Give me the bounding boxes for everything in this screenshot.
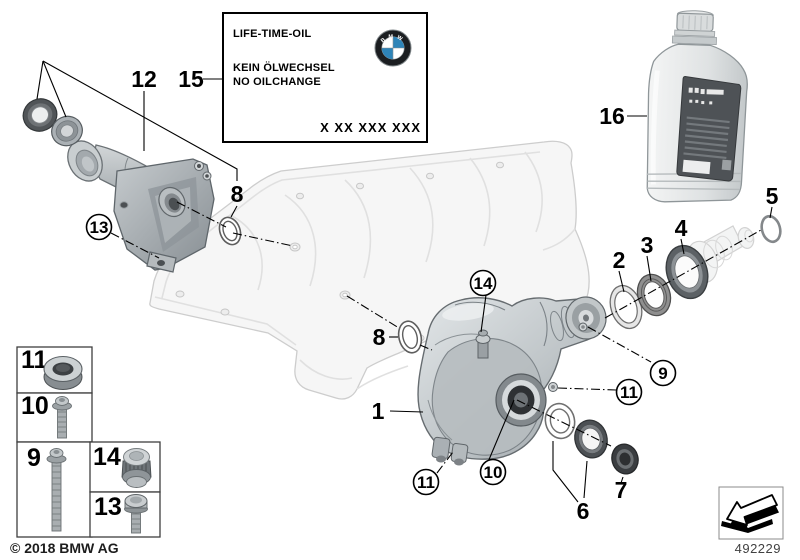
plate-part-code: X XX XXX XXX [320, 120, 421, 135]
shaft-seal-6b [574, 419, 608, 459]
oil-bottle [646, 10, 748, 203]
drain-plug-part [43, 355, 83, 390]
callout-2: 2 [613, 247, 626, 273]
legend-num-14: 14 [93, 443, 121, 471]
o-ring-6a [544, 402, 576, 440]
front-differential [417, 296, 607, 466]
page-turn-arrow-icon [721, 494, 779, 533]
bottle-label-text-marks [688, 87, 724, 105]
legend-num-9: 9 [27, 444, 41, 472]
sheet-arrow-box [718, 486, 784, 540]
shaft-seal-3 [636, 273, 672, 317]
sheet-number: 492229 [735, 541, 781, 556]
legend-num-11: 11 [21, 346, 48, 374]
shaft-seal-4 [665, 244, 709, 300]
differential-bracket [67, 140, 215, 273]
callout-8a: 8 [231, 181, 244, 207]
callout-circle-9: 9 [649, 359, 677, 387]
callout-7: 7 [615, 477, 628, 503]
callout-circle-14: 14 [469, 269, 497, 297]
svg-text:BMW: BMW [380, 34, 406, 44]
short-bolt-part [52, 396, 72, 439]
vent-valve-on-diff [475, 329, 491, 359]
legend-table: 11 10 9 14 13 [16, 346, 161, 538]
callout-6: 6 [577, 498, 590, 524]
callout-16: 16 [599, 103, 625, 129]
shim-ring-2 [609, 284, 643, 330]
plate-line1: LIFE-TIME-OIL [233, 28, 311, 40]
callout-5: 5 [766, 183, 779, 209]
o-ring-8a [218, 216, 242, 246]
legend-num-13: 13 [94, 493, 122, 521]
legend-num-10: 10 [21, 392, 49, 420]
copyright-text: © 2018 BMW AG [10, 540, 119, 556]
shaft-seal-ring [22, 98, 58, 132]
callout-circle-11-right: 11 [615, 378, 643, 406]
leader-lines [36, 60, 773, 503]
callout-3: 3 [641, 232, 654, 258]
svg-text:9: 9 [658, 364, 667, 383]
circlip-5 [760, 214, 782, 244]
bearing-ring [51, 115, 83, 147]
plate-line3: NO OILCHANGE [233, 76, 321, 88]
vent-valve-part [121, 448, 152, 488]
callout-15: 15 [178, 66, 204, 92]
bmw-letters: BMW [380, 34, 403, 44]
lifetime-oil-plate: LIFE-TIME-OIL KEIN ÖLWECHSEL NO OILCHANG… [222, 12, 428, 143]
callout-12: 12 [131, 66, 157, 92]
shaft-seal-7 [611, 443, 639, 475]
bmw-roundel-icon: BMW [374, 29, 412, 67]
svg-text:11: 11 [620, 383, 638, 402]
callout-circle-11-bottom: 11 [412, 468, 440, 496]
callout-8b: 8 [373, 324, 386, 350]
long-bolt-part [46, 448, 67, 532]
callout-1: 1 [372, 398, 385, 424]
plate-line2: KEIN ÖLWECHSEL [233, 61, 335, 74]
callout-4: 4 [675, 215, 688, 241]
callout-circle-10: 10 [479, 458, 507, 486]
hex-bolt-part [124, 494, 148, 534]
svg-text:11: 11 [417, 473, 435, 492]
o-ring-8b [397, 320, 423, 354]
circled-callouts: 13 14 9 11 11 10 [85, 213, 677, 496]
legend-box-10 [16, 392, 93, 443]
svg-text:13: 13 [90, 218, 109, 237]
svg-text:10: 10 [484, 463, 503, 482]
callout-circle-13: 13 [85, 213, 113, 241]
svg-text:14: 14 [474, 274, 493, 293]
